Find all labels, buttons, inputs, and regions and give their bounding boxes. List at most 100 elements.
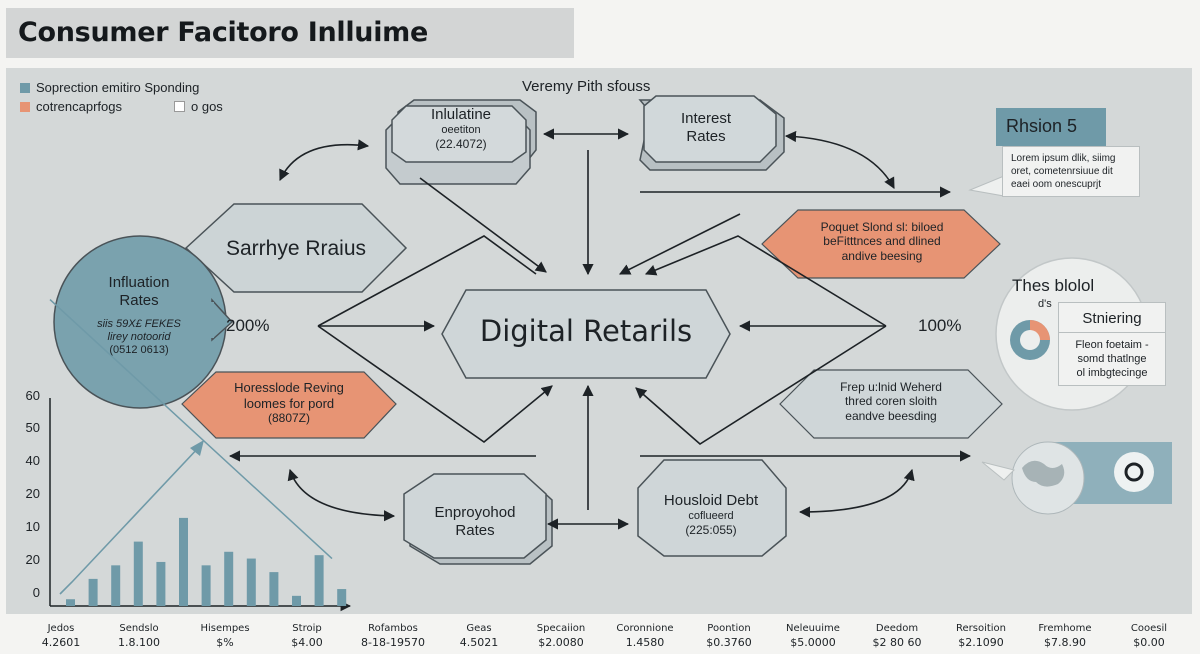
footer-stat-value: $7.8.90 (1044, 636, 1086, 649)
footer-stat: Neleuuime $5.0000 (768, 622, 858, 650)
y-tick-label: 20 (25, 486, 40, 501)
footer-stat-label: Deedom (875, 623, 919, 634)
legend-swatch (20, 101, 30, 112)
footer-stat: Stroip $4.00 (262, 622, 352, 650)
footer-stat: Fremhome $7.8.90 (1020, 622, 1110, 650)
mini-chart-trend-line (49, 298, 333, 560)
rhsion-title: Rhsion 5 (1006, 116, 1078, 136)
mini-chart-bar (111, 565, 121, 606)
footer-stat: Deedom $2 80 60 (852, 622, 942, 650)
influation-bubble (53, 235, 234, 409)
mini-chart-bar (224, 551, 234, 606)
connectors (228, 128, 972, 530)
inflation-top-label: Inlulatine oeetiton (22.4072) (430, 106, 492, 152)
horseslode-node (181, 371, 397, 439)
footer-stat-label: Stroip (292, 623, 322, 634)
houslold-node (637, 459, 787, 557)
rhsion-note: Lorem ipsum dlik, siimg oret, cometenrsi… (1002, 146, 1140, 197)
footer-stat-value: $4.00 (291, 636, 323, 649)
footer-stat-label: Sendslo (119, 623, 159, 634)
sarrhye-label: Sarrhye Rraius (225, 237, 367, 260)
footer-stat: Rersoition $2.1090 (936, 622, 1026, 650)
inflation-top-node (385, 99, 537, 185)
footer-stat-value: $2 80 60 (872, 636, 922, 649)
legend-label: Soprection emitiro Sponding (36, 80, 200, 95)
mini-chart-bar (179, 517, 188, 606)
mini-chart-growth-line (59, 445, 201, 595)
enproyohod-node (403, 473, 553, 565)
pct-left: 200% (226, 316, 270, 335)
footer-stat: Hisempes $% (180, 622, 270, 650)
mini-chart-bar (292, 595, 301, 606)
legend: Soprection emitiro Sponding cotrencaprfo… (20, 78, 223, 116)
thes-note: Fleon foetaim - somd thatlnge ol imbgtec… (1058, 332, 1166, 386)
enproyohod-label: Enproyohod Rates (434, 504, 516, 539)
footer-stat-label: Neleuuime (786, 623, 840, 634)
thes-title: Thes blolol (1012, 276, 1095, 295)
footer-stat-value: $2.1090 (958, 636, 1004, 649)
mini-chart-bar (246, 558, 256, 606)
footer-stat-label: Rersoition (955, 623, 1007, 634)
footer-stat-label: Coronnione (616, 623, 674, 634)
footer-stat-value: $0.00 (1133, 636, 1165, 649)
y-tick-label: 60 (25, 388, 40, 403)
legend-swatch (20, 82, 30, 93)
footer-stat-value: 1.8.100 (118, 636, 160, 649)
thes-sub: d's (1038, 298, 1052, 310)
influation-label: Influation Rates siis 59X£ FEKES lirey n… (97, 274, 181, 357)
mini-chart-growth-arrowhead (190, 440, 204, 456)
footer-stat-value: $5.0000 (790, 636, 836, 649)
legend-item: cotrencaprfogs o gos (20, 97, 223, 116)
globe-card (981, 441, 1172, 515)
y-tick-label: 50 (25, 420, 40, 435)
interest-label: Interest Rates (680, 110, 732, 145)
y-tick-label: 20 (25, 552, 40, 567)
footer-stat-value: $0.3760 (706, 636, 752, 649)
rhsion-tag (996, 108, 1106, 146)
mini-chart-bar (88, 578, 98, 606)
mini-chart-bar (156, 561, 166, 606)
footer-stat-value: 4.5021 (459, 636, 499, 649)
footer-stat-label: Hisempes (200, 623, 250, 634)
thes-tag: Stniering (1058, 302, 1166, 336)
footer-stat: Specaiion $2.0080 (516, 622, 606, 650)
footer-stat-label: Poontion (707, 623, 751, 634)
y-tick-label: 0 (32, 585, 40, 600)
footer-stat: Geas 4.5021 (434, 622, 524, 650)
legend-extra-swatch (174, 101, 185, 112)
footer-stat: Sendslo 1.8.100 (94, 622, 184, 650)
footer-stat: Cooesil $0.00 (1104, 622, 1194, 650)
y-tick-label: 40 (25, 453, 40, 468)
frep-node (779, 369, 1003, 439)
poquet-label: Poquet Slond sl: biloed beFitttnces and … (820, 220, 944, 263)
footer-stat-label: Geas (466, 623, 492, 634)
mini-chart-bar (133, 541, 143, 606)
legend-label: cotrencaprfogs (36, 99, 122, 114)
y-tick-label: 10 (25, 519, 40, 534)
legend-extra-label: o gos (191, 99, 223, 114)
mini-chart-bar (314, 555, 324, 606)
title-bar: Consumer Facitoro Inlluime Confidence (6, 8, 574, 98)
mini-chart (49, 298, 352, 612)
center-label: Digital Retarils (479, 314, 693, 348)
footer-stat-label: Specaiion (536, 623, 586, 634)
footer-stat-value: 4.2601 (41, 636, 81, 649)
mini-chart-bar (269, 572, 279, 606)
poquet-node (761, 209, 1001, 279)
center-node (441, 289, 731, 379)
footer-stat-value: 8-18-19570 (361, 636, 425, 649)
footer-stat-value: $2.0080 (538, 636, 584, 649)
footer-stat-label: Fremhome (1038, 623, 1092, 634)
footer-stat-label: Cooesil (1130, 623, 1168, 634)
footer-stat: Poontion $0.3760 (684, 622, 774, 650)
interest-node (638, 95, 785, 171)
pct-right: 100% (918, 316, 962, 335)
frep-label: Frep u:lnid Weherd thred coren sloith ea… (840, 380, 942, 423)
mini-chart-bar (66, 599, 75, 606)
houslold-label: Housloid Debt coflueerd (225:055) (663, 492, 759, 538)
footer-stat-value: $% (216, 636, 234, 649)
horseslode-label: Horesslode Reving loomes for pord (8807Z… (234, 380, 344, 426)
